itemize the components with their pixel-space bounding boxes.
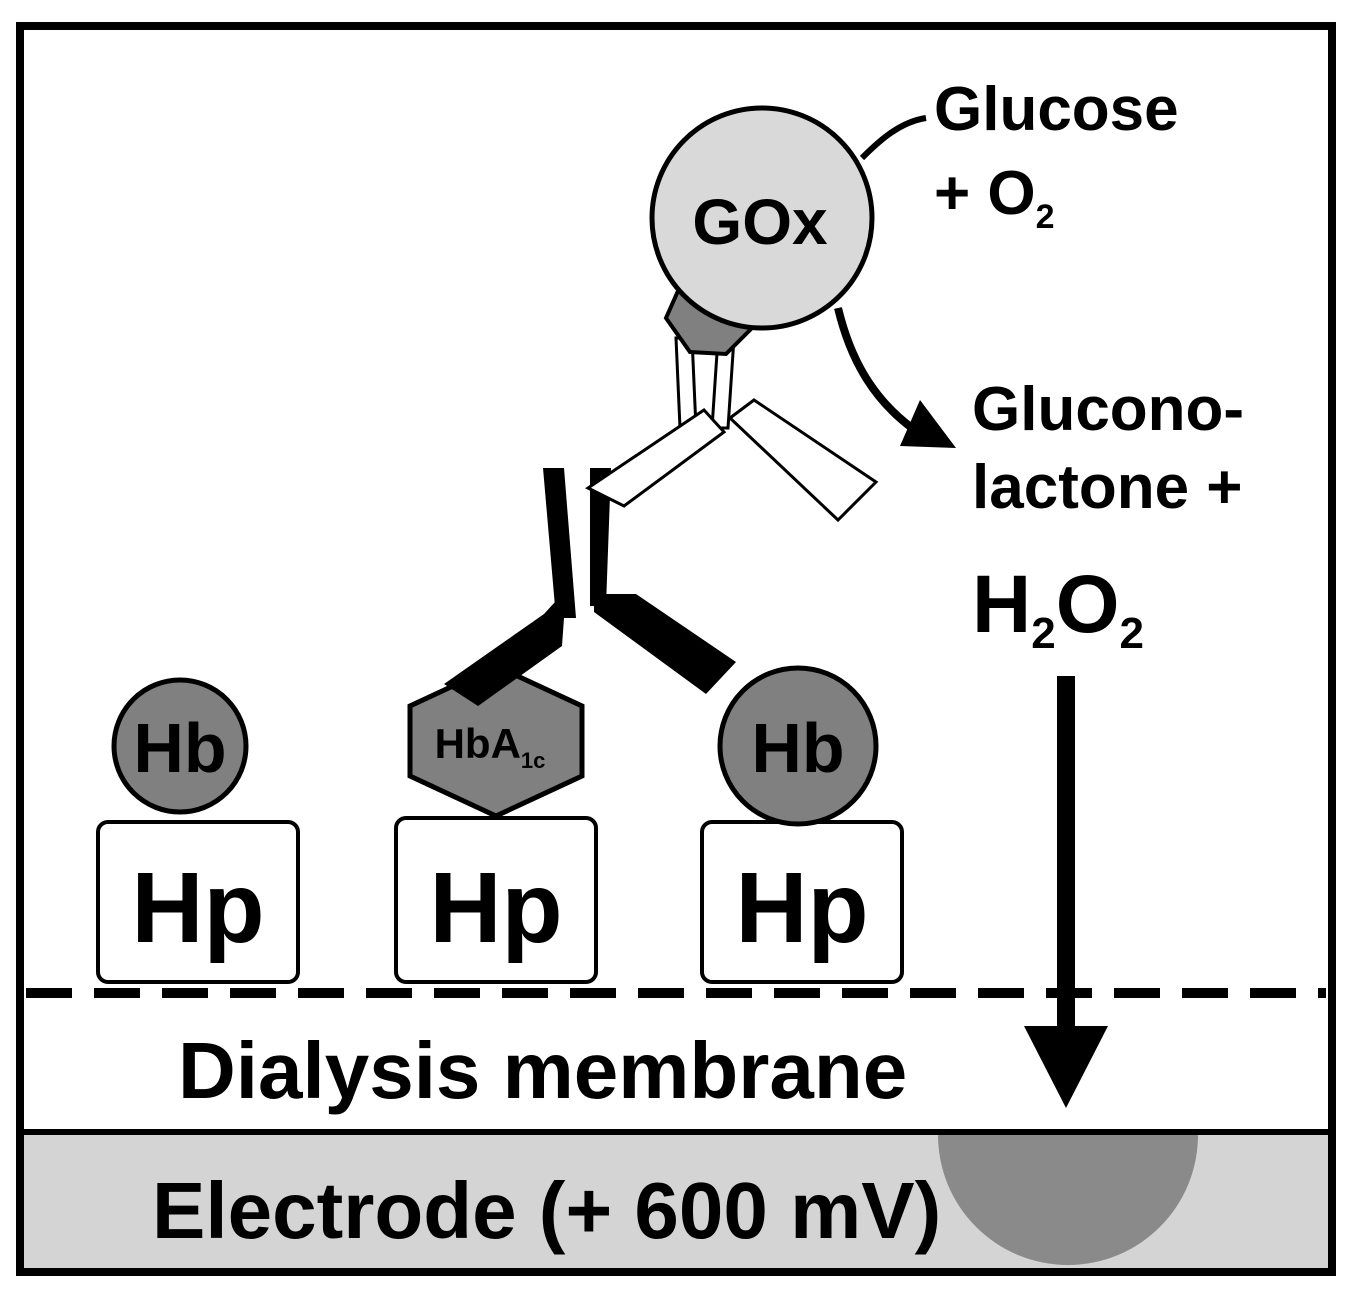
- hb-circle-left: [111, 677, 249, 815]
- hb-circle-right: [717, 665, 879, 827]
- electrode-reaction-spot: [938, 1132, 1198, 1265]
- hp-label-right: Hp: [735, 852, 868, 964]
- secondary-antibody: [585, 336, 879, 523]
- outer-frame: [16, 22, 1336, 1276]
- h2o2-arrowhead: [1024, 1026, 1108, 1108]
- electrode-label: Electrode (+ 600 mV): [152, 1166, 941, 1255]
- h2o2-arrow-shaft: [1057, 676, 1075, 1032]
- gox-circle: [649, 105, 875, 331]
- product-line1: Glucono-: [972, 375, 1244, 444]
- hp-label-middle: Hp: [429, 852, 562, 964]
- substrate-line1: Glucose: [934, 75, 1179, 144]
- gox-label: GOx: [692, 186, 828, 258]
- reaction-arrow-curve: [834, 307, 915, 432]
- reaction-arrowhead: [900, 400, 956, 448]
- primary-antibody: [444, 468, 736, 706]
- h2o2-label: H2O2: [972, 559, 1144, 658]
- substrate-line2: + O2: [934, 159, 1055, 236]
- product-line2: lactone +: [972, 453, 1243, 522]
- substrate-connector: [859, 115, 927, 161]
- hba1c-hexagon: [407, 663, 585, 819]
- hp-label-left: Hp: [131, 852, 264, 964]
- hba1c-label: HbA1c: [435, 720, 546, 773]
- membrane-label: Dialysis membrane: [178, 1026, 907, 1115]
- hp-box-left: [96, 820, 300, 984]
- hb-label-right: Hb: [751, 709, 844, 787]
- hb-label-left: Hb: [133, 709, 226, 787]
